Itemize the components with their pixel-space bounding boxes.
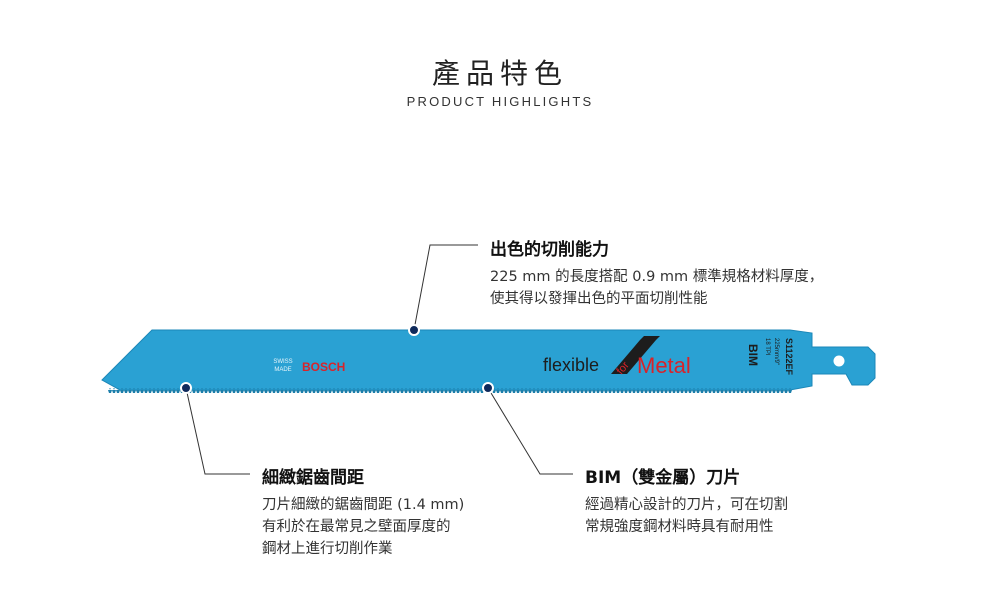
blade-slogan-metal: Metal — [637, 353, 691, 378]
feature-bim: BIM（雙金屬）刀片 經過精心設計的刀片，可在切割 常規強度鋼材料時具有耐用性 — [585, 463, 788, 538]
blade-spec2-text: 18 TPI — [764, 338, 770, 356]
page-title: 產品特色 — [431, 57, 568, 90]
marker-dot-cutting — [408, 324, 420, 336]
feature-bim-title: BIM（雙金屬）刀片 — [585, 468, 741, 488]
feature-teeth-line-2: 有利於在最常見之壁面厚度的 — [262, 519, 451, 535]
blade-body — [101, 329, 876, 391]
blade-material-text: BIM — [746, 344, 760, 366]
feature-teeth-title: 細緻鋸齒間距 — [262, 468, 364, 488]
feature-cutting-line-2: 使其得以發揮出色的平面切削性能 — [490, 291, 708, 307]
page-subtitle: PRODUCT HIGHLIGHTS — [406, 94, 594, 109]
saw-blade — [101, 329, 876, 393]
feature-bim-line-1: 經過精心設計的刀片，可在切割 — [585, 497, 788, 513]
blade-made-text: MADE — [274, 367, 291, 373]
blade-spec1-text: 225mm/9" — [773, 338, 779, 365]
marker-dot-bim — [482, 382, 494, 394]
feature-cutting-title: 出色的切削能力 — [490, 240, 609, 260]
blade-swiss-text: SWISS — [273, 359, 292, 365]
feature-cutting: 出色的切削能力 225 mm 的長度搭配 0.9 mm 標準規格材料厚度， 使其… — [490, 235, 823, 310]
feature-teeth-line-3: 鋼材上進行切削作業 — [262, 541, 393, 557]
blade-brand-text: BOSCH — [302, 360, 345, 374]
feature-cutting-line-1: 225 mm 的長度搭配 0.9 mm 標準規格材料厚度， — [490, 269, 824, 285]
feature-teeth: 細緻鋸齒間距 刀片細緻的鋸齒間距 (1.4 mm) 有利於在最常見之壁面厚度的 … — [262, 463, 464, 560]
leader-line-bim — [487, 387, 573, 475]
blade-slogan-flexible: flexible — [543, 355, 599, 375]
leader-line-teeth — [185, 387, 250, 475]
marker-dot-teeth — [180, 382, 192, 394]
tang-hole — [833, 355, 845, 367]
feature-teeth-line-1: 刀片細緻的鋸齒間距 (1.4 mm) — [262, 497, 465, 513]
blade-teeth — [108, 388, 792, 393]
slogan-slash — [611, 340, 656, 374]
leader-line-cutting — [413, 244, 478, 331]
feature-bim-line-2: 常規強度鋼材料時具有耐用性 — [585, 519, 774, 535]
blade-model-text: S1122EF — [784, 338, 794, 376]
